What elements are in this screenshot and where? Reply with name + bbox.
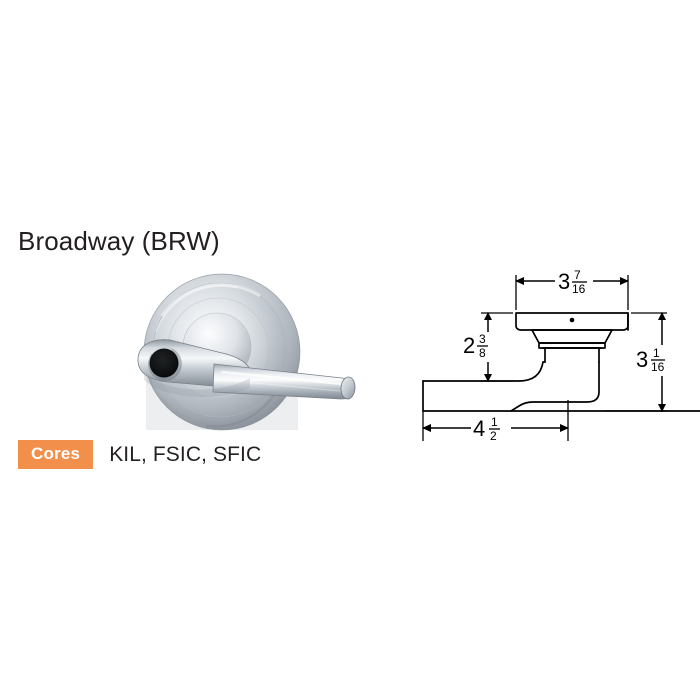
dimension-rose-width: 3 7 16	[515, 268, 629, 310]
cores-badge: Cores	[18, 440, 94, 469]
dimension-label-numerator: 1	[491, 415, 498, 429]
dimension-drawing: 3 7 16 2 3 8	[415, 250, 700, 450]
lever-handle-photo-svg	[137, 273, 356, 431]
cores-row: Cores KIL, FSIC, SFIC	[18, 440, 261, 469]
dimension-projection-height: 2 3 8	[463, 312, 513, 382]
dimension-label-numerator: 7	[574, 268, 581, 282]
dimension-label-denominator: 2	[490, 429, 497, 443]
dimension-label-numerator: 1	[653, 346, 660, 360]
dimension-label-denominator: 8	[479, 346, 486, 360]
cores-value: KIL, FSIC, SFIC	[109, 442, 262, 466]
dimension-label-whole: 3	[558, 269, 570, 294]
fastener-hole-dot	[569, 317, 575, 323]
product-photo	[110, 268, 400, 448]
lever-arm	[137, 339, 356, 400]
dimension-label-numerator: 3	[479, 332, 486, 346]
dimension-label-whole: 3	[636, 347, 648, 372]
dimension-label-whole: 4	[473, 416, 485, 441]
dimension-label-denominator: 16	[572, 282, 586, 296]
dimension-drawing-svg: 3 7 16 2 3 8	[422, 268, 700, 443]
dimension-total-height: 3 1 16	[605, 312, 667, 412]
dimension-label-whole: 2	[463, 333, 475, 358]
page-title: Broadway (BRW)	[18, 226, 220, 256]
dimension-lever-length: 4 1 2	[422, 400, 569, 443]
dimension-label-denominator: 16	[651, 360, 665, 374]
